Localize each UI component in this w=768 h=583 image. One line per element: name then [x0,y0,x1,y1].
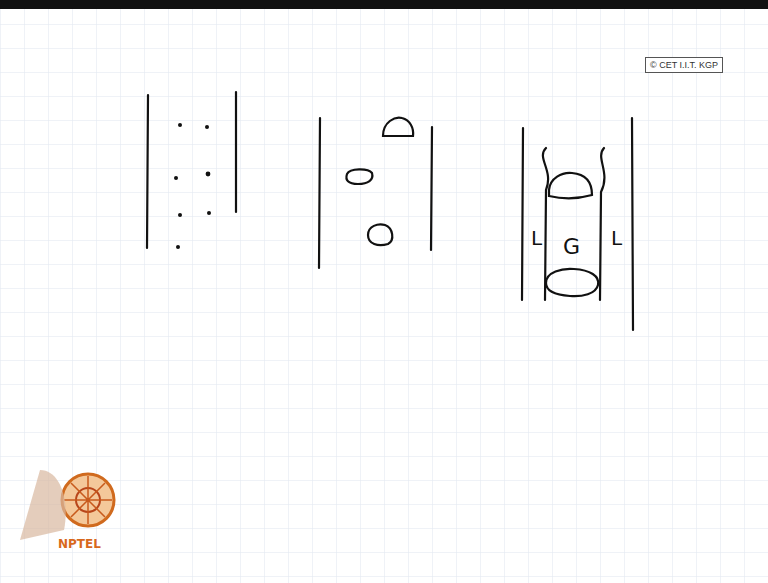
phase-label: L [611,228,622,248]
watermark-box: © CET I.I.T. KGP [645,57,723,73]
slug-flow [319,118,432,268]
phase-label: G [563,236,580,258]
annular-flow [522,118,633,330]
logo-text: NPTEL [58,538,101,550]
bubbly-flow [147,92,236,248]
phase-label: L [531,228,542,248]
top-bar [0,0,768,9]
nptel-logo [20,470,114,540]
watermark-text: © CET I.I.T. KGP [650,60,718,70]
bubbles [174,123,211,249]
